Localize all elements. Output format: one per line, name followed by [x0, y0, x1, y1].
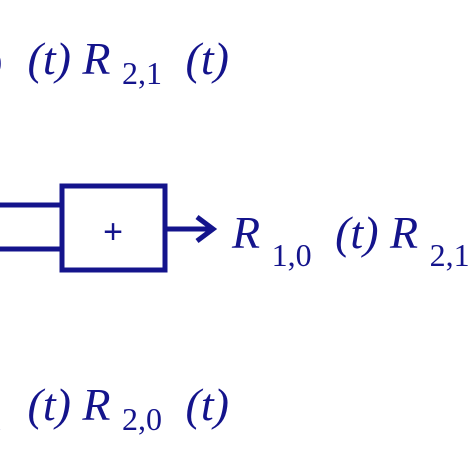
- middle-variable-r2: R: [389, 207, 418, 258]
- top-t-argument-1: (t): [28, 33, 71, 84]
- top-clipped-subscript: 0: [0, 45, 2, 81]
- middle-subscript-r2: 2,1: [430, 237, 470, 273]
- bottom-expression: 1 (t) R 2,0 (t): [0, 379, 229, 440]
- middle-expression: R 1,0 (t) R 2,1 (: [231, 207, 474, 276]
- middle-variable-r1: R: [231, 207, 260, 258]
- top-t-argument-2: (t): [186, 33, 229, 84]
- bottom-subscript-r2: 2,0: [122, 401, 162, 437]
- plus-icon: +: [103, 213, 123, 251]
- middle-t-argument: (t): [335, 207, 378, 258]
- arrow-right-icon: [165, 215, 218, 243]
- top-expression: 0 (t) R 2,1 (t): [0, 33, 229, 94]
- bottom-variable-r2: R: [81, 379, 110, 430]
- middle-subscript-r1: 1,0: [272, 237, 312, 273]
- top-variable-r2: R: [81, 33, 110, 84]
- bottom-t-argument-1: (t): [28, 379, 71, 430]
- top-subscript-r2: 2,1: [122, 55, 162, 91]
- bottom-clipped-subscript: 1: [0, 401, 2, 437]
- bottom-t-argument-2: (t): [186, 379, 229, 430]
